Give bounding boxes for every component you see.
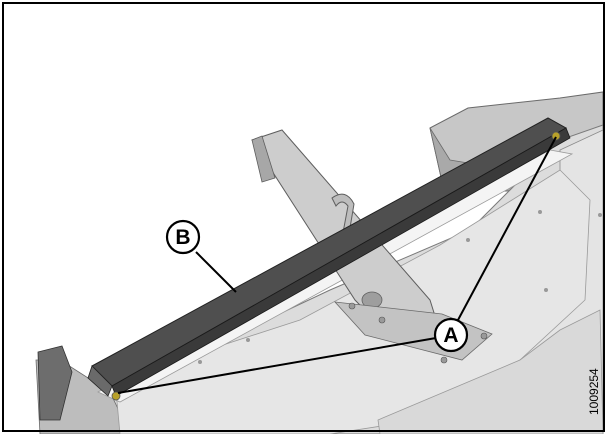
rail-top-face	[87, 365, 113, 397]
bolt-plate-4	[480, 332, 488, 340]
bolt-deck-1	[466, 238, 470, 242]
leader-a-left	[117, 337, 437, 394]
leader-b	[195, 251, 237, 293]
callout-b-label: B	[175, 226, 190, 249]
bolt-right	[551, 131, 561, 141]
leader-a-right	[457, 136, 557, 321]
bolt-plate-2	[378, 316, 386, 324]
bolt-deck-3	[598, 213, 602, 217]
figure-number: 1009254	[587, 368, 601, 415]
bolt-deck-5	[246, 338, 250, 342]
deck-floor-plate	[377, 309, 604, 434]
bolt-left	[111, 391, 121, 401]
callout-a: A	[433, 317, 469, 353]
callout-b: B	[165, 219, 201, 255]
left-bracket	[37, 345, 73, 421]
bolt-deck-2	[538, 210, 542, 214]
callout-b-circle	[165, 219, 201, 255]
callout-a-circle	[433, 317, 469, 353]
bolt-deck-4	[544, 288, 548, 292]
reel-brace-edge	[251, 135, 276, 183]
callout-a-label: A	[443, 324, 458, 347]
bolt-plate-3	[440, 356, 448, 364]
bolt-plate-1	[348, 302, 356, 310]
bolt-deck-6	[198, 360, 202, 364]
